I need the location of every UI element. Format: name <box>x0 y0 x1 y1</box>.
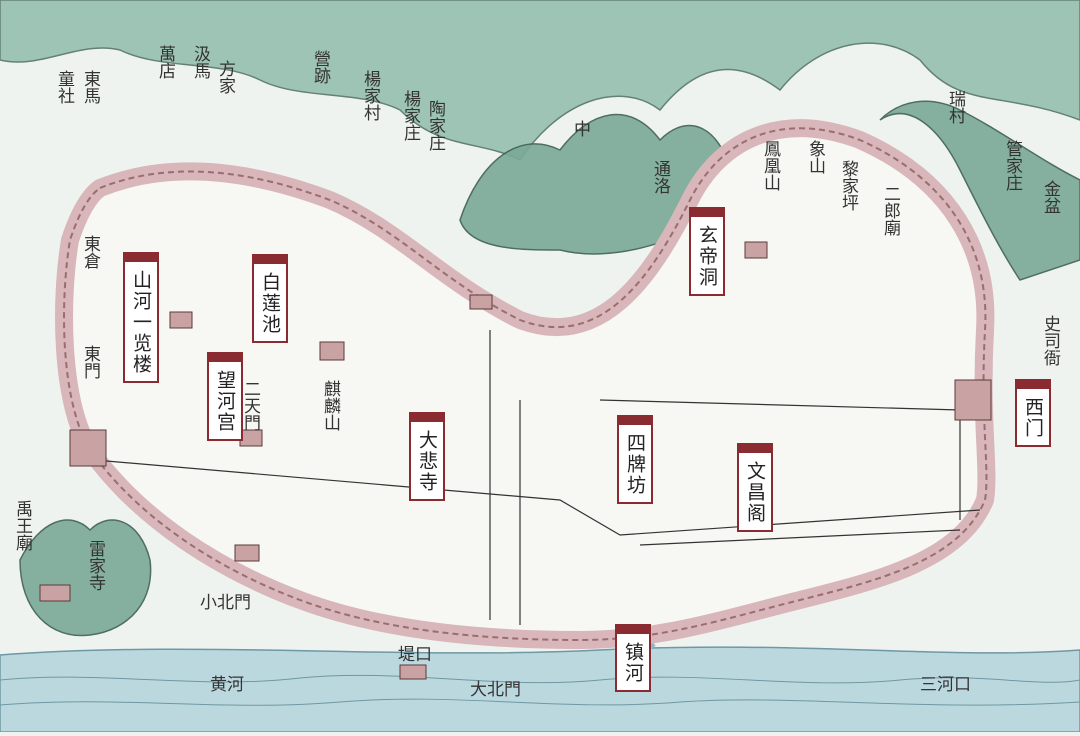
place-dongmen: 東門 <box>80 345 101 380</box>
place-jibian: 汲馬 <box>190 45 211 80</box>
place-shisiyiya: 史司衙 <box>1040 315 1061 367</box>
place-xiangshan: 象山 <box>805 140 826 174</box>
label-wenchangge: 文昌阁 <box>737 443 773 532</box>
place-zhong: 中 <box>570 120 590 137</box>
place-dikou: 堤口 <box>398 645 432 665</box>
label-sipaifang: 四牌坊 <box>617 415 653 504</box>
place-qilinshan: 麒麟山 <box>320 380 341 431</box>
east-gate-tower <box>69 429 107 467</box>
place-tongshe: 童社 <box>54 70 75 104</box>
place-yangjiacun: 楊家村 <box>360 70 381 121</box>
yellow-river <box>0 646 1080 733</box>
label-ximen: 西门 <box>1015 379 1051 447</box>
place-yuwangmiao: 禹王廟 <box>12 500 33 552</box>
place-tongluo: 通洛 <box>650 160 671 194</box>
place-dongma: 東馬 <box>80 70 101 105</box>
label-dabeisi: 大悲寺 <box>409 412 445 501</box>
place-taojiazhuang: 陶家庄 <box>425 100 446 151</box>
city-wall-crenellation <box>63 127 988 642</box>
place-wandian: 萬店 <box>155 45 176 79</box>
label-shanhe-yilan-lou: 山河一览楼 <box>123 252 159 383</box>
place-dongcang: 東倉 <box>80 235 101 269</box>
label-zhenhe: 镇河 <box>615 624 651 692</box>
buildings <box>39 241 992 680</box>
place-erlangmiao: 二郎廟 <box>880 185 901 237</box>
place-lijiaping: 黎家坪 <box>838 160 859 211</box>
place-fangjia: 方家 <box>215 60 236 94</box>
place-xiaobeimen: 小北門 <box>200 593 251 613</box>
place-yangjiazhuang: 楊家庄 <box>400 90 421 141</box>
place-fenghuangshan: 鳳凰山 <box>760 140 781 191</box>
place-dabeimen: 大北門 <box>470 680 521 700</box>
label-wanghegong: 望河宫 <box>207 352 243 441</box>
label-xuandidong: 玄帝洞 <box>689 207 725 296</box>
place-sankou: 三河口 <box>920 675 971 695</box>
map-place-names: 東馬 童社 萬店 汲馬 方家 營跡 楊家村 楊家庄 陶家庄 東倉 東門 二天門 … <box>12 45 1061 700</box>
mountain-range-north <box>0 0 1080 161</box>
west-gate-tower <box>954 379 992 421</box>
river-waves <box>0 674 1080 706</box>
place-jinhe: 金盆 <box>1040 180 1061 214</box>
place-guanjiazhuang: 管家庄 <box>1002 140 1023 191</box>
place-yingji: 營跡 <box>310 50 331 85</box>
place-erdamen: 二天門 <box>240 380 261 432</box>
place-leijiasi: 雷家寺 <box>85 540 106 591</box>
label-bailianchi: 白莲池 <box>252 254 288 343</box>
place-ruicun: 瑞村 <box>945 90 966 124</box>
place-huanghe: 黄河 <box>210 675 244 695</box>
